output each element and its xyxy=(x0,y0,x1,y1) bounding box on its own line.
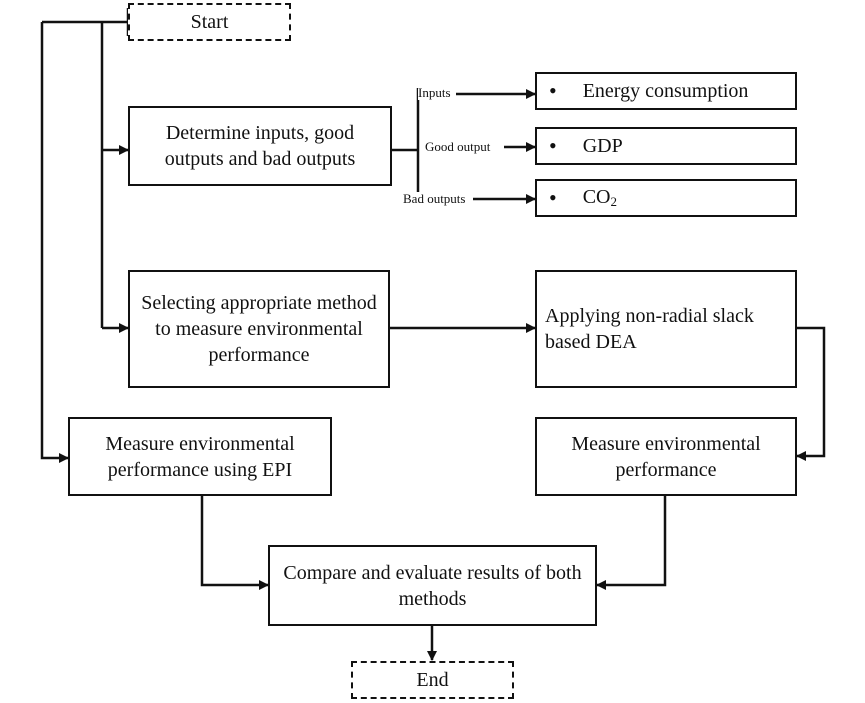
good-output-label: Good output xyxy=(425,139,491,154)
selecting-label: Selecting appropriate method to measure … xyxy=(141,292,377,366)
co2-subscript: 2 xyxy=(610,194,618,209)
start-label: Start xyxy=(190,11,229,33)
determine-label: Determine inputs, good outputs and bad o… xyxy=(164,122,356,170)
measure-env-node: Measure environmental performance xyxy=(535,417,797,496)
compare-label: Compare and evaluate results of both met… xyxy=(283,561,582,610)
gdp-label: GDP xyxy=(582,135,623,157)
compare-node: Compare and evaluate results of both met… xyxy=(268,545,597,626)
measure-epi-label: Measure environmental performance using … xyxy=(105,432,295,481)
bullet-icon: • xyxy=(549,185,557,210)
inputs-label: Inputs xyxy=(418,85,451,100)
gdp-node: • GDP xyxy=(535,127,797,165)
end-node: End xyxy=(351,661,514,699)
end-label: End xyxy=(416,669,449,691)
bad-outputs-label: Bad outputs xyxy=(403,191,466,206)
arrow-env-to-compare xyxy=(596,496,667,590)
bullet-icon: • xyxy=(549,133,557,158)
applying-node: Applying non-radial slack based DEA xyxy=(535,270,797,388)
measure-env-label: Measure environmental performance xyxy=(571,432,761,481)
arrow-to-measure-env xyxy=(796,326,826,461)
energy-consumption-node: • Energy consumption xyxy=(535,72,797,110)
co2-text: CO xyxy=(582,186,611,208)
bullet-icon: • xyxy=(549,78,557,103)
co2-label: CO2 xyxy=(583,184,617,212)
energy-consumption-label: Energy consumption xyxy=(582,80,749,102)
applying-label: Applying non-radial slack based DEA xyxy=(545,305,754,353)
start-node: Start xyxy=(128,3,291,41)
determine-node: Determine inputs, good outputs and bad o… xyxy=(128,106,392,186)
measure-epi-node: Measure environmental performance using … xyxy=(68,417,332,496)
arrow-epi-to-compare xyxy=(200,496,269,590)
selecting-node: Selecting appropriate method to measure … xyxy=(128,270,390,388)
co2-node: • CO2 xyxy=(535,179,797,217)
arrow-to-measure-epi xyxy=(40,22,69,463)
